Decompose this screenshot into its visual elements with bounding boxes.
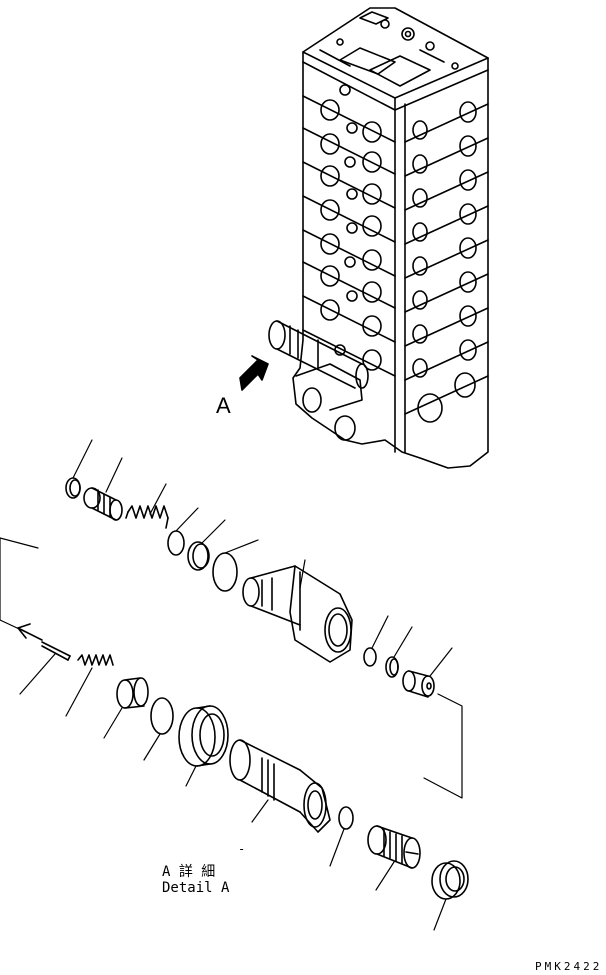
o-ring-small-2 [363,647,377,667]
cap-nut [431,860,469,900]
relief-valve-body [242,565,353,663]
piston-cap [116,677,149,709]
bracket-lines [0,537,463,799]
direction-arrow [17,623,43,641]
o-ring-2 [167,530,185,556]
plug [83,487,123,521]
sleeve [229,739,331,833]
o-ring-4 [338,806,354,830]
view-a-arrow [239,355,269,391]
dash-mark: - [238,842,245,856]
protruding-spool [268,320,369,389]
lock-nut-large [178,705,229,767]
spring-2 [77,654,114,666]
adjusting-screw [367,825,421,869]
detail-caption-jp: A 詳 細 [162,864,215,880]
detail-caption-en: Detail A [162,880,230,896]
leader-lines [19,439,453,931]
poppet-plug [402,670,435,698]
valve-block [292,7,489,469]
o-ring-3 [150,697,174,735]
o-ring-small-1 [65,477,81,499]
piston-rod [41,641,71,661]
spring-1 [125,505,169,529]
backup-ring [187,541,210,571]
drawing-code: PMK2422 [535,960,602,973]
view-label-a: A [216,393,231,418]
backup-ring-small [385,656,399,678]
o-ring-large [212,552,238,592]
